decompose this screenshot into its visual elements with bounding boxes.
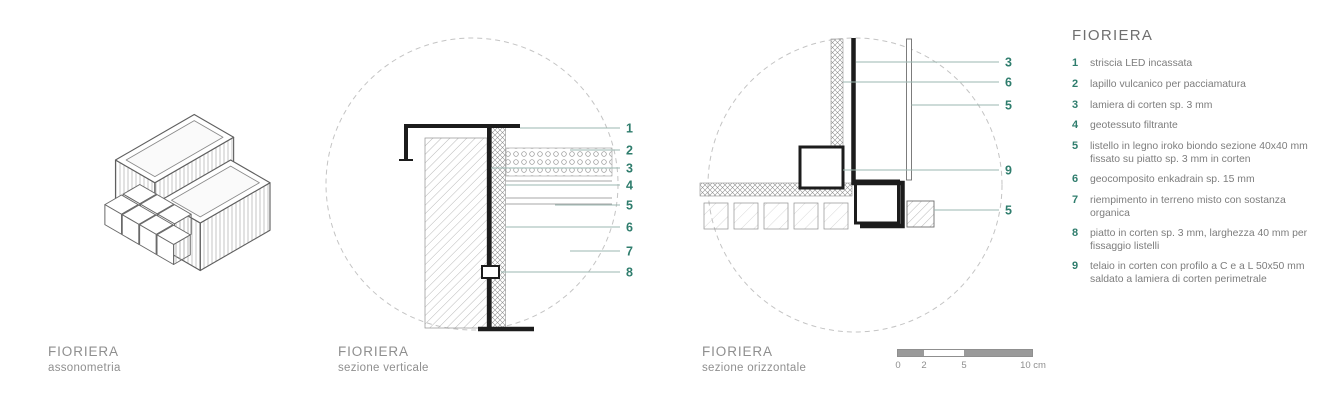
detail-dashed-circle [325,37,619,331]
scale-segment [964,350,1032,356]
legend-item-number: 9 [1072,259,1079,272]
callout-number: 6 [1005,76,1012,90]
legend-item-number: 4 [1072,119,1079,132]
planter-b-inner-rim [171,165,260,218]
legend-item-text: geocomposito enkadrain sp. 15 mm [1090,174,1255,185]
callout-number: 8 [626,266,633,280]
corten-flat-bar [906,38,912,181]
legend-item-number: 8 [1072,226,1079,239]
scale-label: 5 [961,360,967,371]
scale-label: 2 [921,360,927,371]
scale-segment [898,350,924,356]
legend-item-number: 2 [1072,77,1079,90]
legend-item-text: piatto in corten sp. 3 mm, larghezza 40 … [1090,227,1308,252]
caption-vertical-section: FIORIERA sezione verticale [338,344,429,375]
listello-section [906,200,935,228]
legend-item-text: geotessuto filtrante [1090,120,1178,132]
horizontal-section-panel: 3 6 5 9 5 [690,25,1040,345]
legend-item: 9 telaio in corten con profilo a C e a L… [1072,260,1321,286]
legend-item: 1 striscia LED incassata [1072,57,1321,71]
fixing-plate [481,265,500,279]
legend-item: 2 lapillo vulcanico per pacciamatura [1072,78,1321,92]
callout-number: 5 [1005,99,1012,113]
horizontal-callouts: 3 6 5 9 5 [1005,56,1012,218]
planter-a-inner-rim [125,120,224,178]
legend-item-text: striscia LED incassata [1090,58,1193,69]
legend-item-text: riempimento in terreno misto con sostanz… [1090,194,1286,219]
vertical-section-panel: 1 2 3 4 5 6 7 8 [320,30,660,345]
caption-title: FIORIERA [48,344,119,359]
legend: FIORIERA 1 striscia LED incassata 2 lapi… [1072,27,1321,293]
listelli-row [703,202,849,230]
callout-number: 3 [1005,56,1012,70]
scale-label: 10 cm [1020,360,1046,371]
callout-number: 6 [626,221,633,235]
scale-label: 0 [895,360,901,371]
legend-item-text: telaio in corten con profilo a C e a L 5… [1090,260,1305,285]
caption-subtitle: assonometria [48,361,121,374]
legend-item-text: lamiera di corten sp. 3 mm [1090,99,1213,111]
legend-item-text: listello in legno iroko biondo sezione 4… [1090,141,1308,165]
scale-segment [924,350,964,356]
callout-number: 7 [626,245,633,259]
legend-item-number: 6 [1072,173,1079,185]
corten-sheet [487,124,492,330]
legend-item: 3 lamiera di corten sp. 3 mm [1072,99,1321,113]
soil-fill-hatch [424,137,488,329]
legend-item: 8 piatto in corten sp. 3 mm, larghezza 4… [1072,227,1321,253]
callout-number: 4 [626,179,633,193]
scale-bar: 0 2 5 10 cm [895,349,1046,372]
legend-heading: FIORIERA [1072,27,1154,44]
leader-lines [843,61,999,211]
callout-number: 2 [626,144,633,158]
scale-bar-labels: 0 2 5 10 cm [895,360,1046,372]
caption-subtitle: sezione orizzontale [702,361,807,374]
callout-number: 9 [1005,164,1012,178]
callout-number: 1 [626,122,633,136]
legend-item-number: 5 [1072,140,1079,152]
frame-profile-c [798,145,845,190]
axonometric-panel [30,100,292,300]
horizontal-section-drawing: 3 6 5 9 5 [699,37,1012,333]
caption-axonometric: FIORIERA assonometria [48,344,121,375]
corten-cap-profile [404,124,520,160]
legend-item-text: lapillo vulcanico per pacciamatura [1090,78,1246,90]
caption-subtitle: sezione verticale [338,361,429,374]
vertical-section-drawing: 1 2 3 4 5 6 7 8 [325,37,633,332]
seat-cubes-front-row [104,194,191,265]
callout-number: 5 [626,199,633,213]
legend-item-number: 3 [1072,98,1079,111]
axonometric-drawing [104,113,271,272]
caption-title: FIORIERA [338,344,409,359]
caption-title: FIORIERA [702,344,773,359]
legend-item: 7 riempimento in terreno misto con sosta… [1072,194,1321,220]
caption-horizontal-section: FIORIERA sezione orizzontale [702,344,806,375]
scale-bar-strip [897,349,1033,357]
lapillo-layer [505,147,613,177]
legend-item: 6 geocomposito enkadrain sp. 15 mm [1072,173,1321,187]
legend-item-number: 7 [1072,193,1079,206]
layer-lines [506,180,612,205]
enkadrain-layer [491,125,506,329]
frame-profile-l [854,179,900,225]
callout-number: 5 [1005,204,1012,218]
callout-number: 3 [626,162,633,176]
legend-item: 5 listello in legno iroko biondo sezione… [1072,140,1321,166]
vertical-callouts: 1 2 3 4 5 6 7 8 [626,122,633,280]
legend-item: 4 geotessuto filtrante [1072,119,1321,133]
legend-item-number: 1 [1072,57,1079,69]
corten-sheet-corner [851,38,905,229]
leader-lines [491,127,620,273]
